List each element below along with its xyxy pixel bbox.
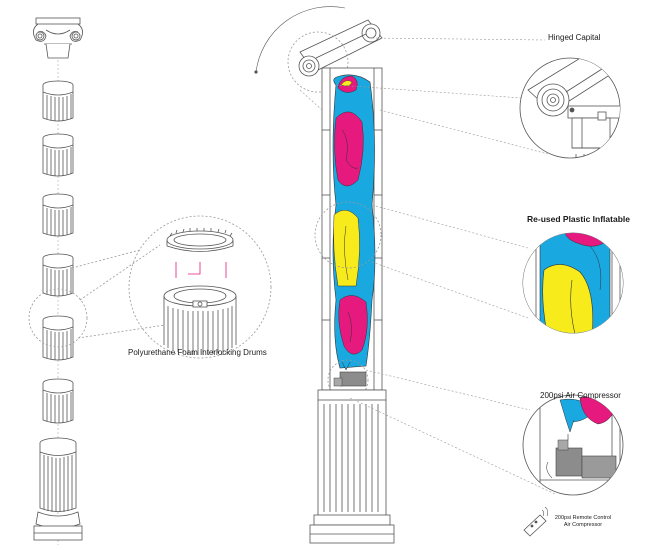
foam-drum-2	[42, 133, 74, 177]
base-drum	[33, 437, 83, 541]
label-remote-control: 200psi Remote Control Air Compressor	[548, 515, 618, 529]
label-air-compressor: 200psi Air Compressor	[540, 391, 621, 400]
detail-air-compressor	[522, 394, 624, 496]
foam-drum-5	[42, 315, 74, 361]
foam-drum-6	[42, 378, 74, 424]
ionic-capital-part	[33, 17, 83, 59]
label-plastic-inflatable: Re-used Plastic Inflatable	[527, 214, 630, 224]
label-remote-control-line1: 200psi Remote Control	[554, 515, 612, 521]
hinged-capital	[287, 19, 383, 93]
label-hinged-capital: Hinged Capital	[548, 33, 601, 42]
detail-plastic-inflatable	[522, 232, 624, 334]
foam-drum-3	[42, 193, 74, 237]
callout-leader-lines	[299, 37, 556, 495]
exploded-column	[33, 17, 83, 545]
assembled-column	[254, 6, 395, 544]
foam-drum-1	[42, 80, 74, 122]
foam-drum-4	[42, 253, 74, 297]
remote-control-device	[523, 506, 548, 537]
label-foam-drums: Polyurethane Foam Interlocking Drums	[128, 348, 267, 357]
label-remote-control-line2: Air Compressor	[563, 522, 603, 528]
drum-detail-callout	[28, 215, 272, 359]
detail-hinged-capital	[519, 57, 621, 159]
